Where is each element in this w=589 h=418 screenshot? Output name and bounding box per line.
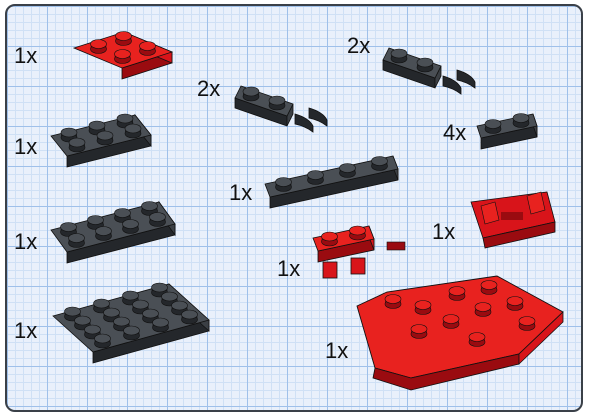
quantity-label-plate-2x2-red: 1x <box>14 43 37 68</box>
quantity-label-plate-4x4-dark: 1x <box>14 318 37 343</box>
quantity-label-plate-2x3-dark: 1x <box>14 134 37 159</box>
parts-canvas: 1x 2x 2x 1x 4x 1x 1x 1x 1x 1x 1x <box>7 6 583 412</box>
brick-plate-1x2-red-clip <box>313 226 405 278</box>
brick-plate-2x2-red <box>74 32 172 80</box>
brick-plate-1x2-clip-b <box>235 86 327 132</box>
brick-plate-1x4-dark <box>265 156 398 208</box>
quantity-label-plate-1x2-clip-b: 2x <box>197 76 220 101</box>
quantity-label-wedge-plate-red: 1x <box>325 338 348 363</box>
quantity-label-plate-1x2-clip-a: 2x <box>347 33 370 58</box>
quantity-label-plate-1x4-dark: 1x <box>229 180 252 205</box>
brick-wedge-plate-red <box>357 276 563 390</box>
brick-plate-1x2-clip-a <box>383 48 475 94</box>
quantity-label-plate-1x2-red-clip: 1x <box>277 256 300 281</box>
brick-plate-2x4-dark <box>51 202 175 264</box>
quantity-label-plate-1x2-dark: 4x <box>443 120 466 145</box>
brick-hinge-red <box>471 192 555 248</box>
brick-plate-2x3-dark <box>51 114 151 167</box>
brick-plate-4x4-dark <box>53 283 209 363</box>
parts-inventory-sheet: 1x 2x 2x 1x 4x 1x 1x 1x 1x 1x 1x <box>5 4 583 412</box>
brick-illustrations <box>51 32 563 391</box>
quantity-label-plate-2x4-dark: 1x <box>14 229 37 254</box>
brick-plate-1x2-dark <box>477 114 537 150</box>
quantity-label-hinge-red: 1x <box>432 219 455 244</box>
